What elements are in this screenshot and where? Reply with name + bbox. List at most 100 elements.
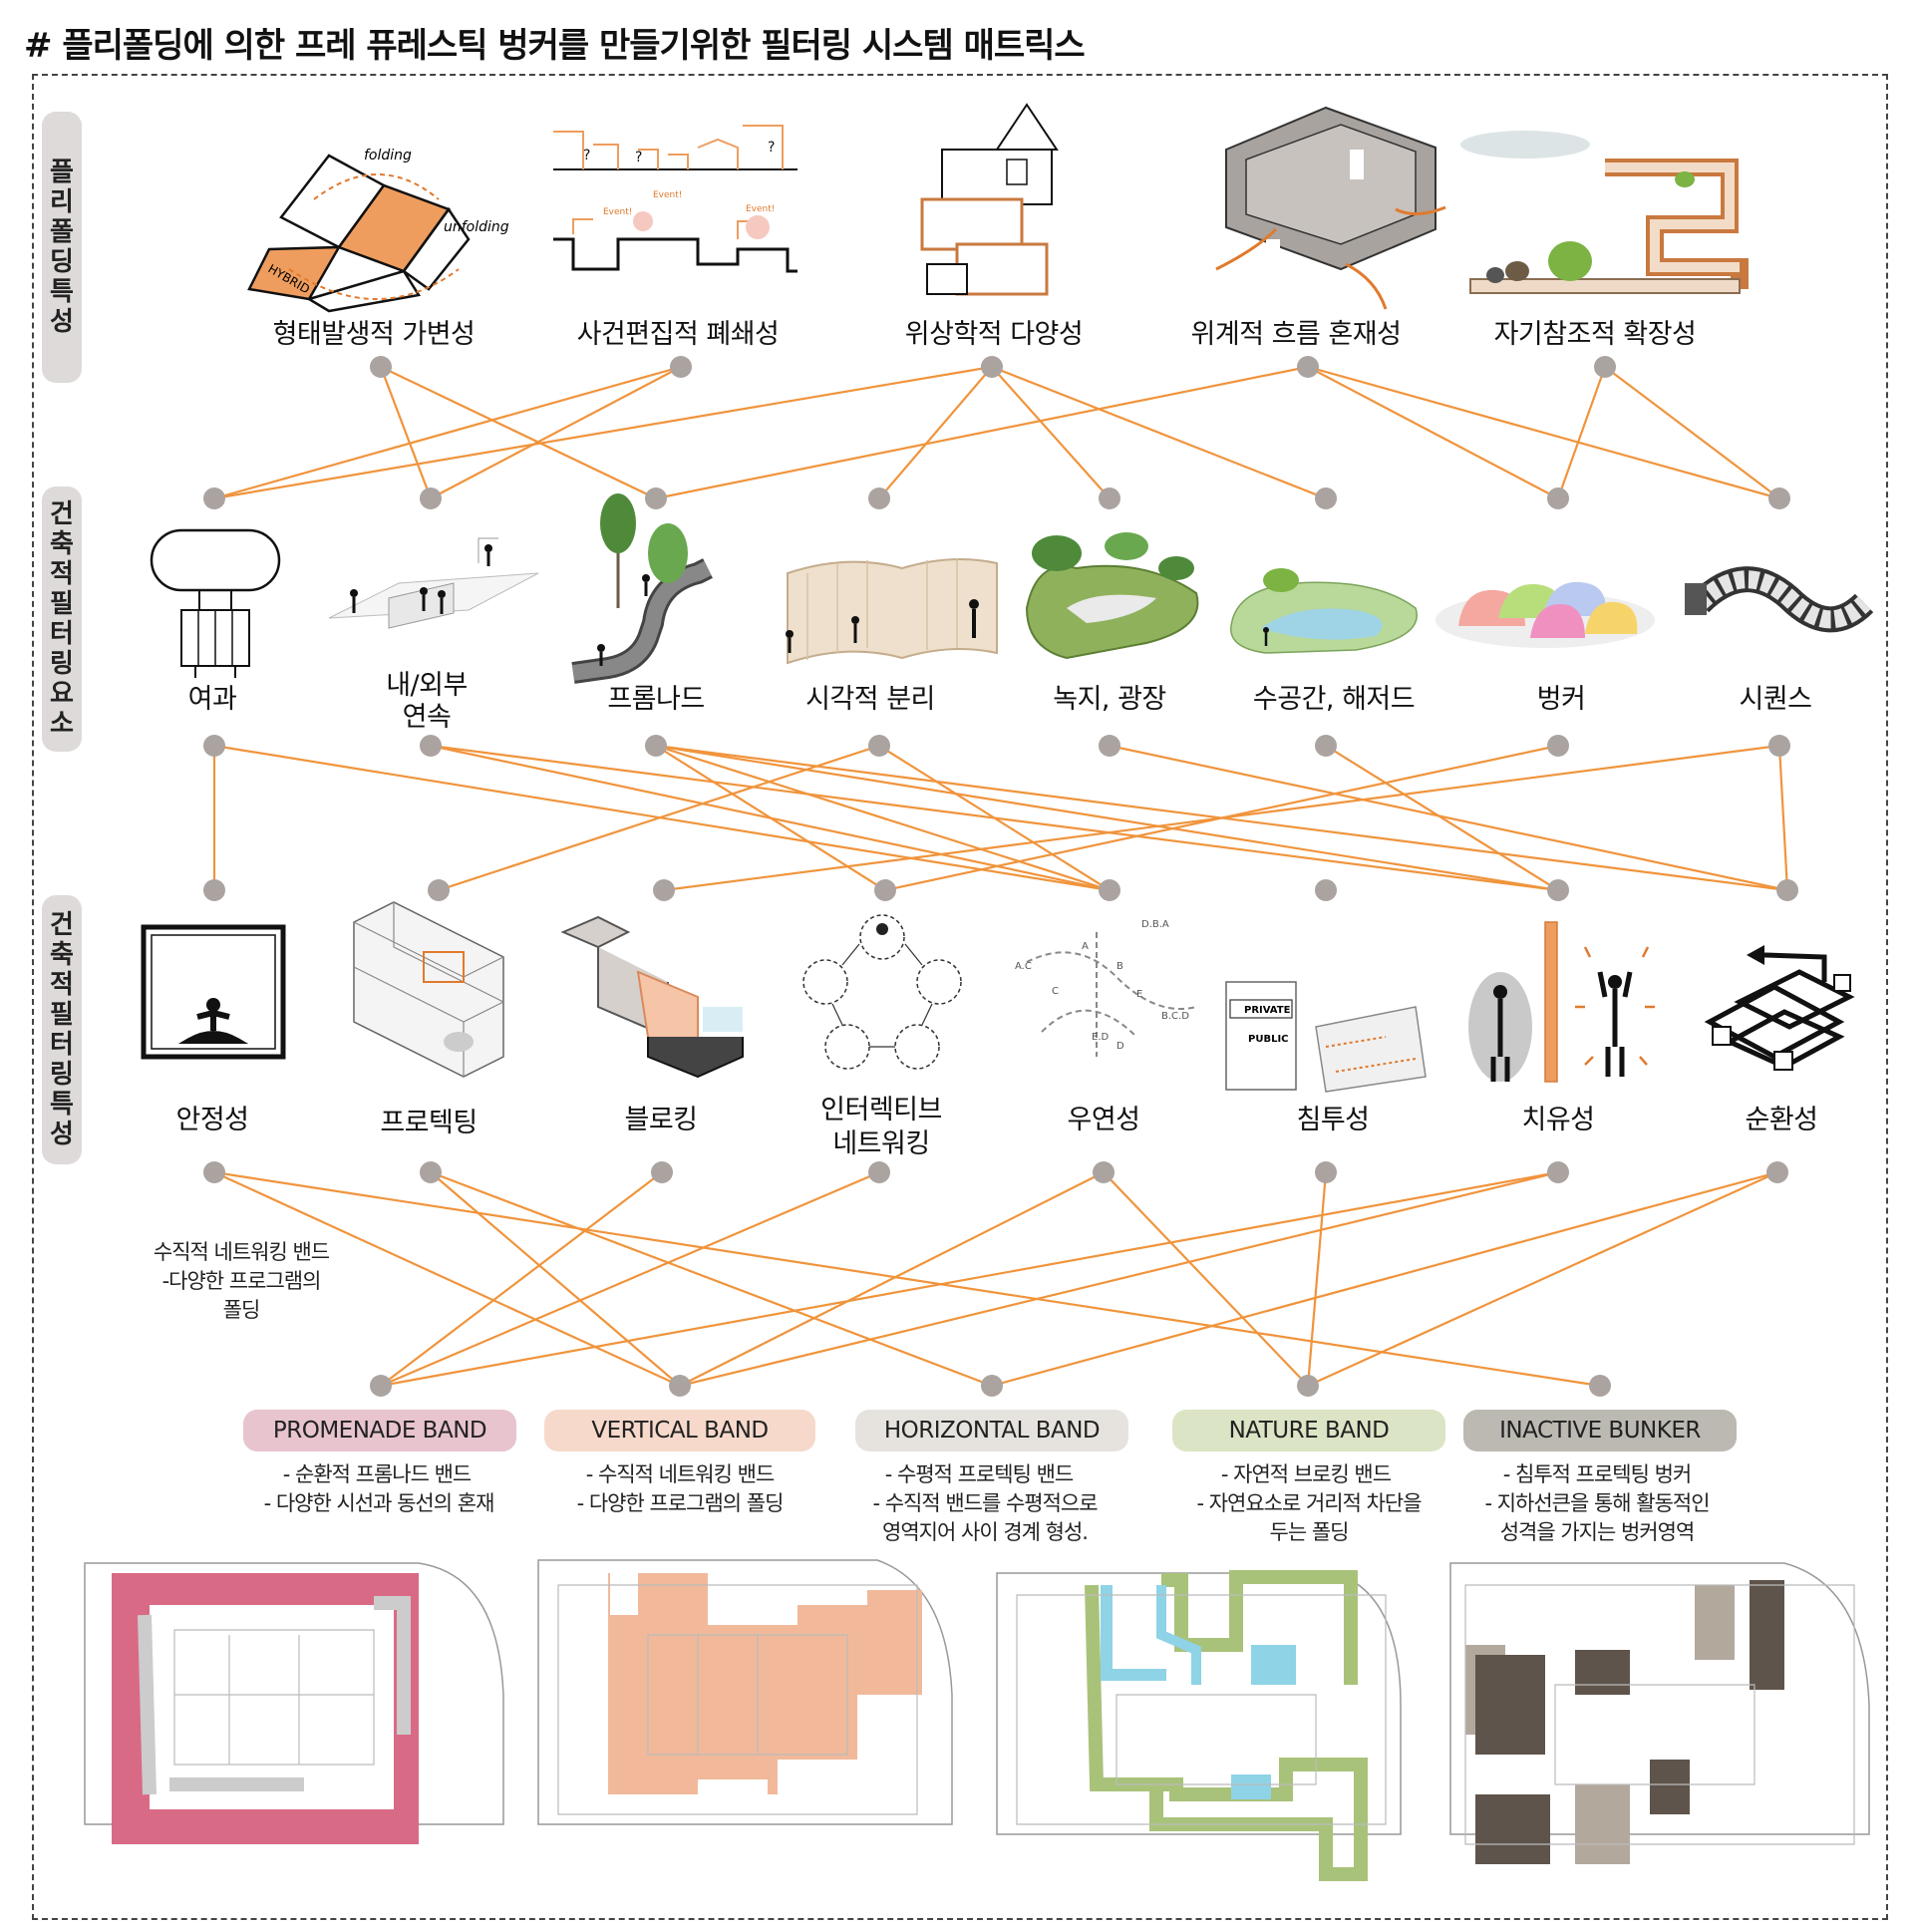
unfolding-text: unfolding xyxy=(444,219,509,235)
node-dot xyxy=(1547,1161,1569,1183)
row3-label-8: 순환성 xyxy=(1745,1105,1818,1135)
row3-label-5: 우연성 xyxy=(1067,1105,1140,1135)
row1-label-4: 자기참조적 확장성 xyxy=(1493,319,1697,350)
node-dot xyxy=(203,879,225,901)
node-dot xyxy=(868,1161,890,1183)
connection-line xyxy=(430,1170,993,1388)
node-dot xyxy=(420,735,442,757)
connection-line xyxy=(1307,1170,1778,1388)
event-text: Event! xyxy=(653,190,682,200)
question-mark: ? xyxy=(583,148,590,163)
illustration-stability xyxy=(141,924,286,1060)
question-mark: ? xyxy=(635,150,642,165)
side-label-pli-folding: 플 리 폴 딩 특 성 xyxy=(42,112,82,383)
node-dots xyxy=(203,356,1798,1397)
connection-line xyxy=(991,365,1327,500)
node-dot xyxy=(1768,735,1790,757)
row3-label-4: 네트워킹 xyxy=(832,1128,930,1159)
band-vertical: VERTICAL BAND xyxy=(544,1410,815,1451)
row1-label-3: 위계적 흐름 혼재성 xyxy=(1190,319,1402,350)
connection-line xyxy=(430,1171,681,1387)
illustration-interactive-networking xyxy=(802,914,962,1070)
band-2-desc-1: - 수직적 밴드를 수평적으로 xyxy=(872,1491,1098,1515)
node-dot xyxy=(203,487,225,509)
band-4-desc-0: - 침투적 프로텍팅 벙커 xyxy=(1502,1462,1692,1486)
left-note-line-2: 폴딩 xyxy=(222,1298,261,1322)
illustration-circulation xyxy=(1704,945,1855,1071)
connection-line xyxy=(679,1170,1559,1388)
row2-label-4: 시각적 분리 xyxy=(805,684,935,715)
ed-text: E.D xyxy=(1092,1032,1109,1043)
node-dot xyxy=(1547,735,1569,757)
illustration-visual-separation xyxy=(786,558,998,665)
node-dot xyxy=(1547,879,1569,901)
node-dot xyxy=(645,735,667,757)
plan-nature-band xyxy=(996,1570,1402,1881)
band-1-desc-0: - 수직적 네트워킹 밴드 xyxy=(585,1462,775,1486)
row2-label-3: 프롬나드 xyxy=(607,684,705,715)
band-2-desc-0: - 수평적 프로텍팅 밴드 xyxy=(884,1462,1074,1486)
illustration-form-variability: folding unfolding HYBRID xyxy=(247,148,509,313)
public-text: PUBLIC xyxy=(1248,1034,1289,1045)
event-text: Event! xyxy=(746,204,775,214)
band-promenade: PROMENADE BAND xyxy=(243,1410,516,1451)
band-horizontal: HORIZONTAL BAND xyxy=(855,1410,1128,1451)
node-dot xyxy=(645,487,667,509)
connection-line xyxy=(991,366,1111,499)
side-label-text: 건 축 적 필 터 링 특 성 xyxy=(50,910,74,1149)
d-text: D xyxy=(1116,1041,1124,1052)
connection-line xyxy=(379,366,433,499)
connection-line xyxy=(1306,1171,1328,1387)
node-dot xyxy=(1297,1375,1319,1397)
node-dot xyxy=(1768,487,1790,509)
connection-line xyxy=(438,744,880,892)
row3-label-0: 안정성 xyxy=(175,1105,249,1135)
band-0-desc-1: - 다양한 시선과 동선의 혼재 xyxy=(263,1491,495,1515)
row3-label-3: 인터렉티브 xyxy=(820,1095,942,1126)
connection-lines xyxy=(212,365,1789,1388)
e-text: E xyxy=(1136,989,1142,1000)
band-3-desc-1: - 자연요소로 거리적 차단을 xyxy=(1196,1491,1422,1515)
row2-label-1: 내/외부 xyxy=(386,670,468,701)
node-dot xyxy=(1766,1161,1788,1183)
row1-label-2: 위상학적 다양성 xyxy=(904,319,1084,350)
c-text: C xyxy=(1052,986,1059,997)
connection-line xyxy=(380,366,657,499)
node-dot xyxy=(1093,1161,1115,1183)
node-dot xyxy=(370,356,392,378)
side-label-text: 플 리 폴 딩 특 성 xyxy=(50,158,74,337)
node-dot xyxy=(670,356,692,378)
band-4-desc-2: 성격을 가지는 벙커영역 xyxy=(1499,1520,1696,1544)
illustration-bunker xyxy=(1436,581,1655,648)
plan-vertical-band xyxy=(537,1559,953,1825)
node-dot xyxy=(420,487,442,509)
row2-label-8: 시퀀스 xyxy=(1739,684,1812,715)
node-dot xyxy=(1315,1161,1337,1183)
b-text: B xyxy=(1116,961,1123,972)
connection-line xyxy=(655,744,1111,892)
connection-line xyxy=(1109,744,1788,892)
node-dot xyxy=(1594,356,1616,378)
node-dot xyxy=(420,1161,442,1183)
illustration-protecting xyxy=(353,901,504,1078)
connection-line xyxy=(380,1170,880,1388)
connection-line xyxy=(1604,366,1780,499)
node-dot xyxy=(651,1161,673,1183)
node-dot xyxy=(203,1161,225,1183)
connection-line xyxy=(655,744,1559,892)
question-mark: ? xyxy=(768,140,775,156)
illustration-sequence xyxy=(1685,566,1874,633)
connection-line xyxy=(878,745,1111,891)
row2-label-6: 수공간, 해저드 xyxy=(1252,684,1416,715)
connection-line xyxy=(663,744,1780,892)
row2-label-7: 벙커 xyxy=(1536,684,1586,715)
connection-line xyxy=(430,366,682,499)
band-1-desc-1: - 다양한 프로그램의 폴딩 xyxy=(576,1491,785,1515)
connection-line xyxy=(213,1170,681,1388)
illustration-healing xyxy=(1468,921,1655,1083)
node-dot xyxy=(1099,487,1120,509)
node-dot xyxy=(1315,879,1337,901)
plan-inactive-bunker xyxy=(1449,1562,1870,1864)
connection-line xyxy=(213,365,682,500)
